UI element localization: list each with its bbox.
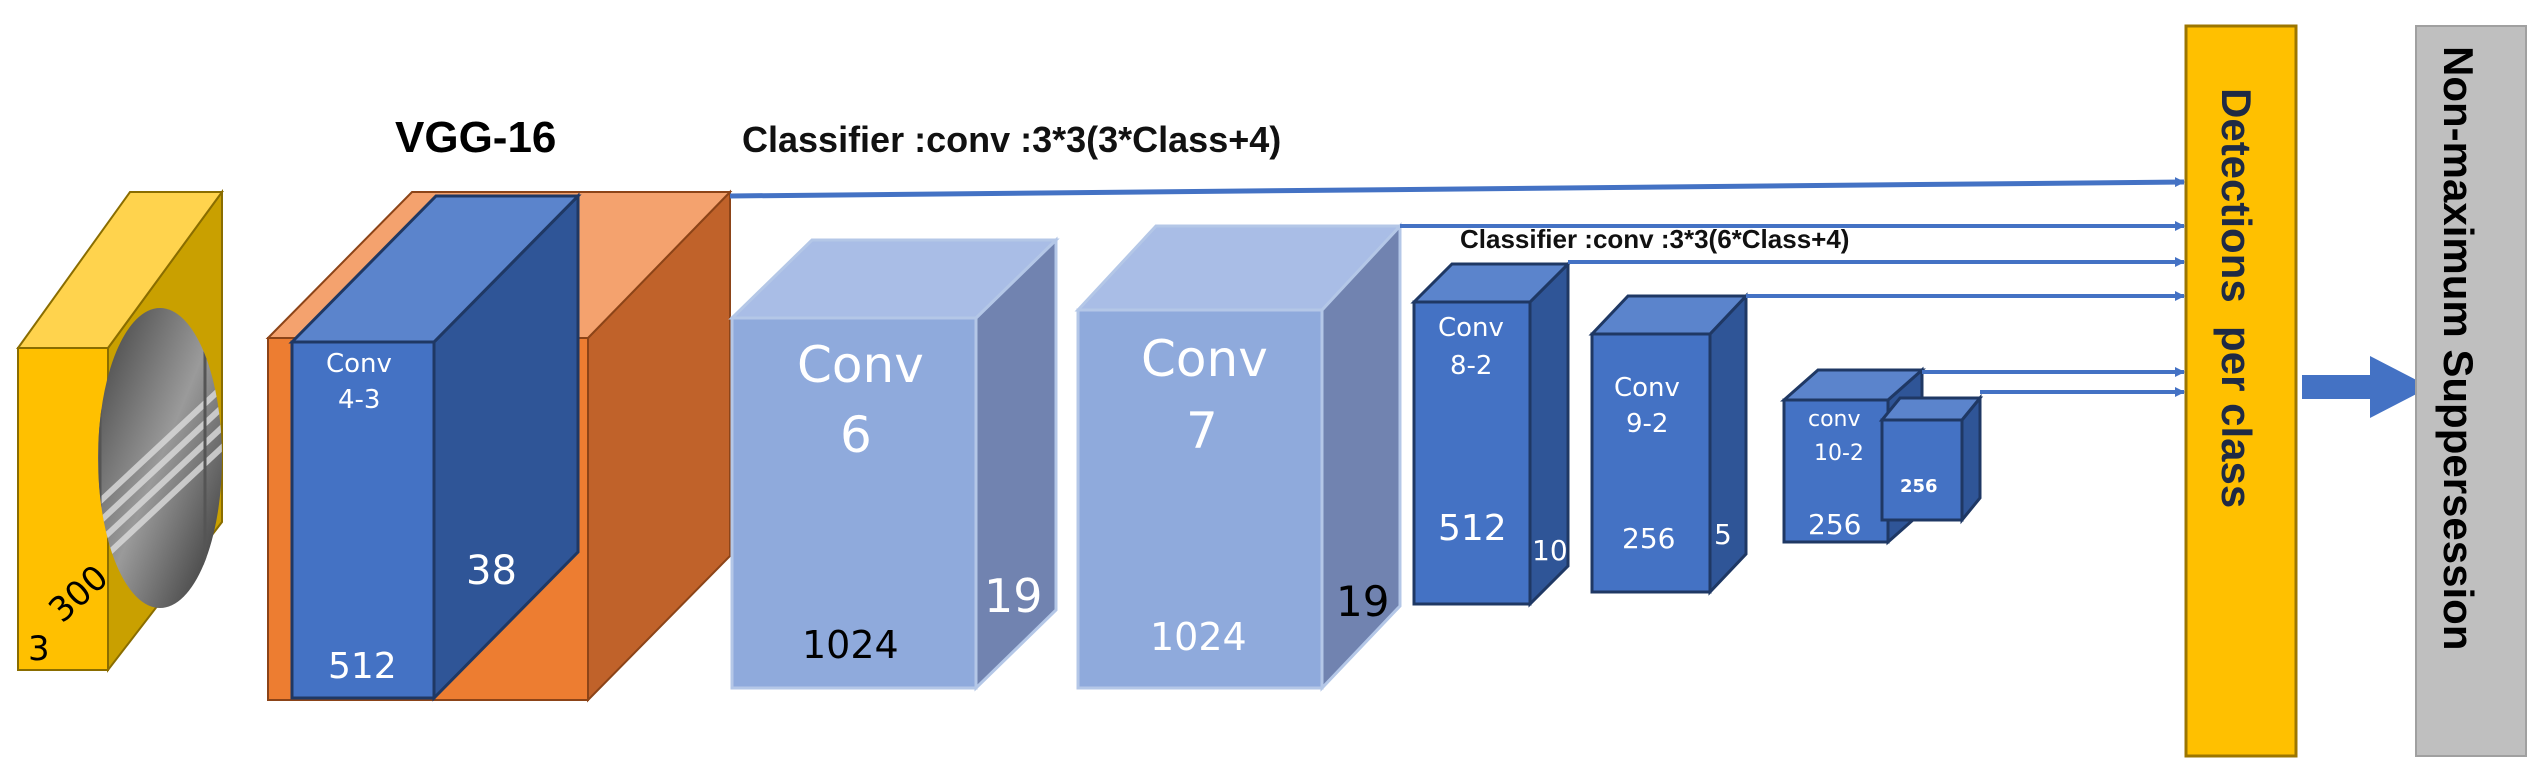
conv8-2-depth: 512 <box>1438 508 1507 549</box>
conv7-size: 19 <box>1336 577 1389 626</box>
conv8-2-size: 10 <box>1532 534 1568 567</box>
nms-label: Non-maximum Suppersession <box>2435 46 2482 650</box>
conv4-3-block: Conv 4-3 38 512 <box>288 192 582 702</box>
detections-per-class-box: Detections per class <box>2184 24 2298 758</box>
conv11-size: 1 <box>1982 457 1999 487</box>
conv7-front <box>1076 308 1324 690</box>
conv8-2-block: Conv 8-2 512 10 <box>1410 260 1572 608</box>
input-image-block: 3 300 <box>16 188 224 673</box>
conv11-block: 256 1 <box>1878 393 1999 525</box>
conv6-front <box>730 316 978 690</box>
conv8-2-name-line2: 8-2 <box>1450 351 1492 381</box>
conv8-2-front <box>1412 300 1532 606</box>
classifier-label-top: Classifier :conv :3*3(3*Class+4) <box>742 119 1281 160</box>
conv9-2-name-line1: Conv <box>1614 373 1680 403</box>
conv10-2-name-line2: 10-2 <box>1814 441 1864 466</box>
classifier-label-mid: Classifier :conv :3*3(6*Class+4) <box>1460 224 1849 254</box>
conv9-2-depth: 256 <box>1622 522 1675 555</box>
conv4-3-name-line1: Conv <box>326 349 392 379</box>
conv4-3-depth: 512 <box>328 646 397 687</box>
conv7-name-line1: Conv <box>1141 330 1268 388</box>
conv6-block: Conv 6 1024 19 <box>728 236 1060 692</box>
conv9-2-block: Conv 9-2 256 5 <box>1588 292 1750 596</box>
conv6-name-line1: Conv <box>797 336 924 394</box>
vgg-title: VGG-16 <box>395 113 556 162</box>
conv11-top <box>1878 396 1984 422</box>
nms-box: Non-maximum Suppersession <box>2415 25 2527 757</box>
conv10-2-depth: 256 <box>1808 508 1861 541</box>
conv10-2-front <box>1782 398 1890 544</box>
conv10-2-name-line1: conv <box>1808 407 1861 432</box>
conv4-3-name-line2: 4-3 <box>338 385 380 415</box>
conv7-block: Conv 7 1024 19 <box>1074 222 1404 692</box>
arrow-to-nms <box>2302 356 2430 418</box>
input-block-top <box>16 191 224 349</box>
conv6-size: 19 <box>984 569 1043 623</box>
arrow-from-conv4-3 <box>729 177 2185 199</box>
conv4-3-size: 38 <box>466 548 517 594</box>
classifier-arrows <box>729 177 2185 397</box>
conv11-front <box>1880 418 1964 522</box>
conv9-2-name-line2: 9-2 <box>1626 409 1668 439</box>
conv7-name-line2: 7 <box>1186 402 1218 460</box>
conv6-depth: 1024 <box>802 623 899 667</box>
conv8-2-name-line1: Conv <box>1438 313 1504 343</box>
conv4-3-front <box>290 340 436 700</box>
conv9-2-size: 5 <box>1714 518 1732 551</box>
conv11-depth: 256 <box>1900 476 1938 497</box>
conv6-name-line2: 6 <box>840 406 872 464</box>
input-channels: 3 <box>28 629 50 669</box>
conv9-2-front <box>1590 332 1712 594</box>
detections-label: Detections per class <box>2213 88 2260 508</box>
conv7-depth: 1024 <box>1150 615 1247 659</box>
